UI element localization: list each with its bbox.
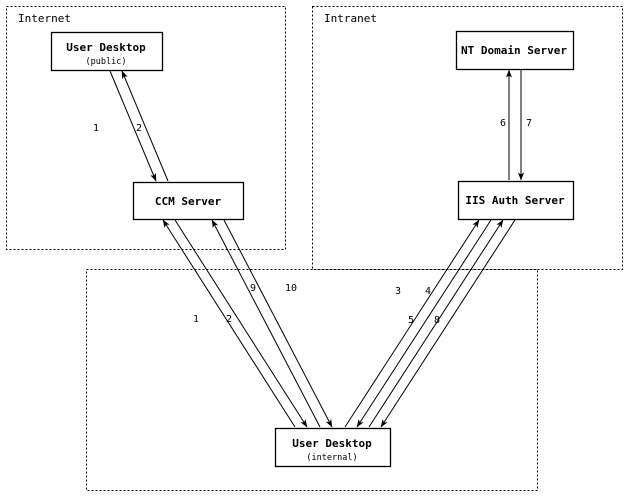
node-title-ccm-server: CCM Server — [155, 195, 222, 208]
node-user-desktop-internal[interactable]: User Desktop (internal) — [274, 427, 392, 468]
node-title-user-desktop-public: User Desktop — [66, 41, 146, 54]
flow-labels-layer: 1 2 1 2 3 4 5 8 6 7 9 10 — [93, 118, 532, 326]
node-subtitle-user-desktop-public: (public) — [86, 57, 127, 67]
node-title-nt-domain-server: NT Domain Server — [461, 44, 567, 57]
flow-label-10: 10 — [285, 283, 297, 294]
flow-label-9: 9 — [250, 283, 256, 294]
zone-label-internet: Internet — [18, 12, 71, 25]
flow-arrow-1-user-desktop-public-to-ccm-server — [109, 70, 157, 182]
zone-border-internet — [6, 6, 286, 250]
zone-internal-lan — [86, 269, 538, 491]
flow-label-1: 1 — [193, 314, 199, 325]
flow-arrow-10-ccm-server-to-user-desktop-internal — [223, 219, 333, 428]
flow-label-2: 2 — [136, 123, 142, 134]
node-box-user-desktop-public — [50, 31, 164, 72]
flow-label-4: 4 — [425, 286, 431, 297]
flow-arrow-5-user-desktop-internal-to-iis-auth-server — [368, 219, 504, 428]
flow-arrow-1-user-desktop-internal-to-ccm-server — [162, 219, 296, 428]
node-nt-domain-server[interactable]: NT Domain Server — [455, 30, 575, 71]
flow-arrow-9-user-desktop-internal-to-ccm-server — [211, 219, 321, 428]
flow-label-7: 7 — [526, 118, 532, 129]
node-box-nt-domain-server — [455, 30, 575, 71]
node-box-user-desktop-internal — [274, 427, 392, 468]
flow-arrow-2-ccm-server-to-user-desktop-internal — [174, 219, 308, 428]
node-user-desktop-public[interactable]: User Desktop (public) — [50, 31, 164, 72]
flow-arrow-8-iis-auth-server-to-user-desktop-internal — [380, 219, 516, 428]
zone-border-internal-lan — [86, 269, 538, 491]
node-ccm-server[interactable]: CCM Server — [132, 181, 245, 221]
zone-label-intranet: Intranet — [324, 12, 377, 25]
zone-internet: Internet — [6, 6, 286, 250]
flow-label-6: 6 — [500, 118, 506, 129]
flow-arrow-2-ccm-server-to-user-desktop-public — [121, 70, 169, 182]
flows-layer — [109, 69, 524, 428]
nodes-layer: User Desktop (public) CCM Server NT Domain … — [50, 30, 575, 468]
node-subtitle-user-desktop-internal: (internal) — [306, 453, 357, 463]
node-title-user-desktop-internal: User Desktop — [292, 437, 372, 450]
flow-arrow-3-user-desktop-internal-to-iis-auth-server — [344, 219, 480, 428]
flow-label-8: 8 — [434, 315, 440, 326]
node-iis-auth-server[interactable]: IIS Auth Server — [457, 180, 575, 221]
flow-label-3: 3 — [395, 286, 401, 297]
flow-arrow-4-iis-auth-server-to-user-desktop-internal — [356, 219, 492, 428]
node-box-iis-auth-server — [457, 180, 575, 221]
zones-layer: Internet Intranet — [6, 6, 623, 491]
flow-label-5: 5 — [408, 315, 414, 326]
node-box-ccm-server — [132, 181, 245, 221]
node-title-iis-auth-server: IIS Auth Server — [465, 194, 565, 207]
flow-label-2: 2 — [226, 314, 232, 325]
flow-label-1: 1 — [93, 123, 99, 134]
